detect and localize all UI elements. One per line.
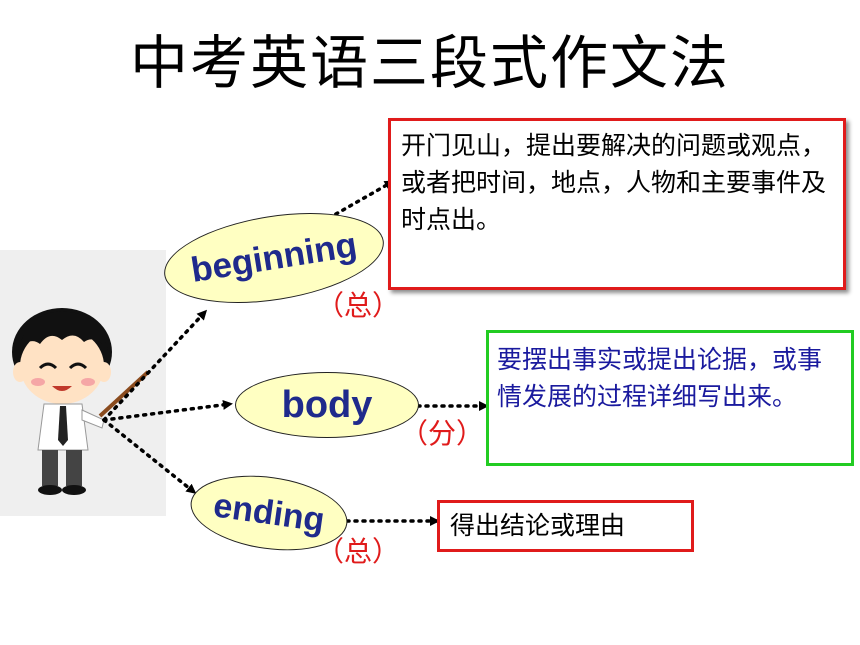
arrow-beginning-to-box (320, 180, 395, 224)
node-ending-label: ending (211, 485, 327, 540)
ending-description-box: 得出结论或理由 (437, 500, 694, 552)
node-body: body (235, 372, 419, 438)
tag-divide-body: （分） (400, 417, 485, 450)
pointer-stick-icon (98, 370, 150, 418)
node-beginning-label: beginning (188, 225, 360, 290)
body-description-box: 要摆出事实或提出论据，或事情发展的过程详细写出来。 (486, 330, 854, 466)
cartoon-boy-icon (12, 308, 112, 495)
node-body-label: body (281, 383, 373, 426)
tag-summary-ending: （总） (316, 535, 401, 568)
page-title: 中考英语三段式作文法 (129, 29, 730, 97)
arrow-to-ending (102, 418, 197, 494)
tag-summary-beginning: （总） (316, 289, 401, 322)
arrow-to-body (102, 399, 233, 422)
arrow-to-beginning (102, 309, 208, 422)
beginning-description-box: 开门见山，提出要解决的问题或观点，或者把时间，地点，人物和主要事件及时点出。 (388, 118, 846, 290)
